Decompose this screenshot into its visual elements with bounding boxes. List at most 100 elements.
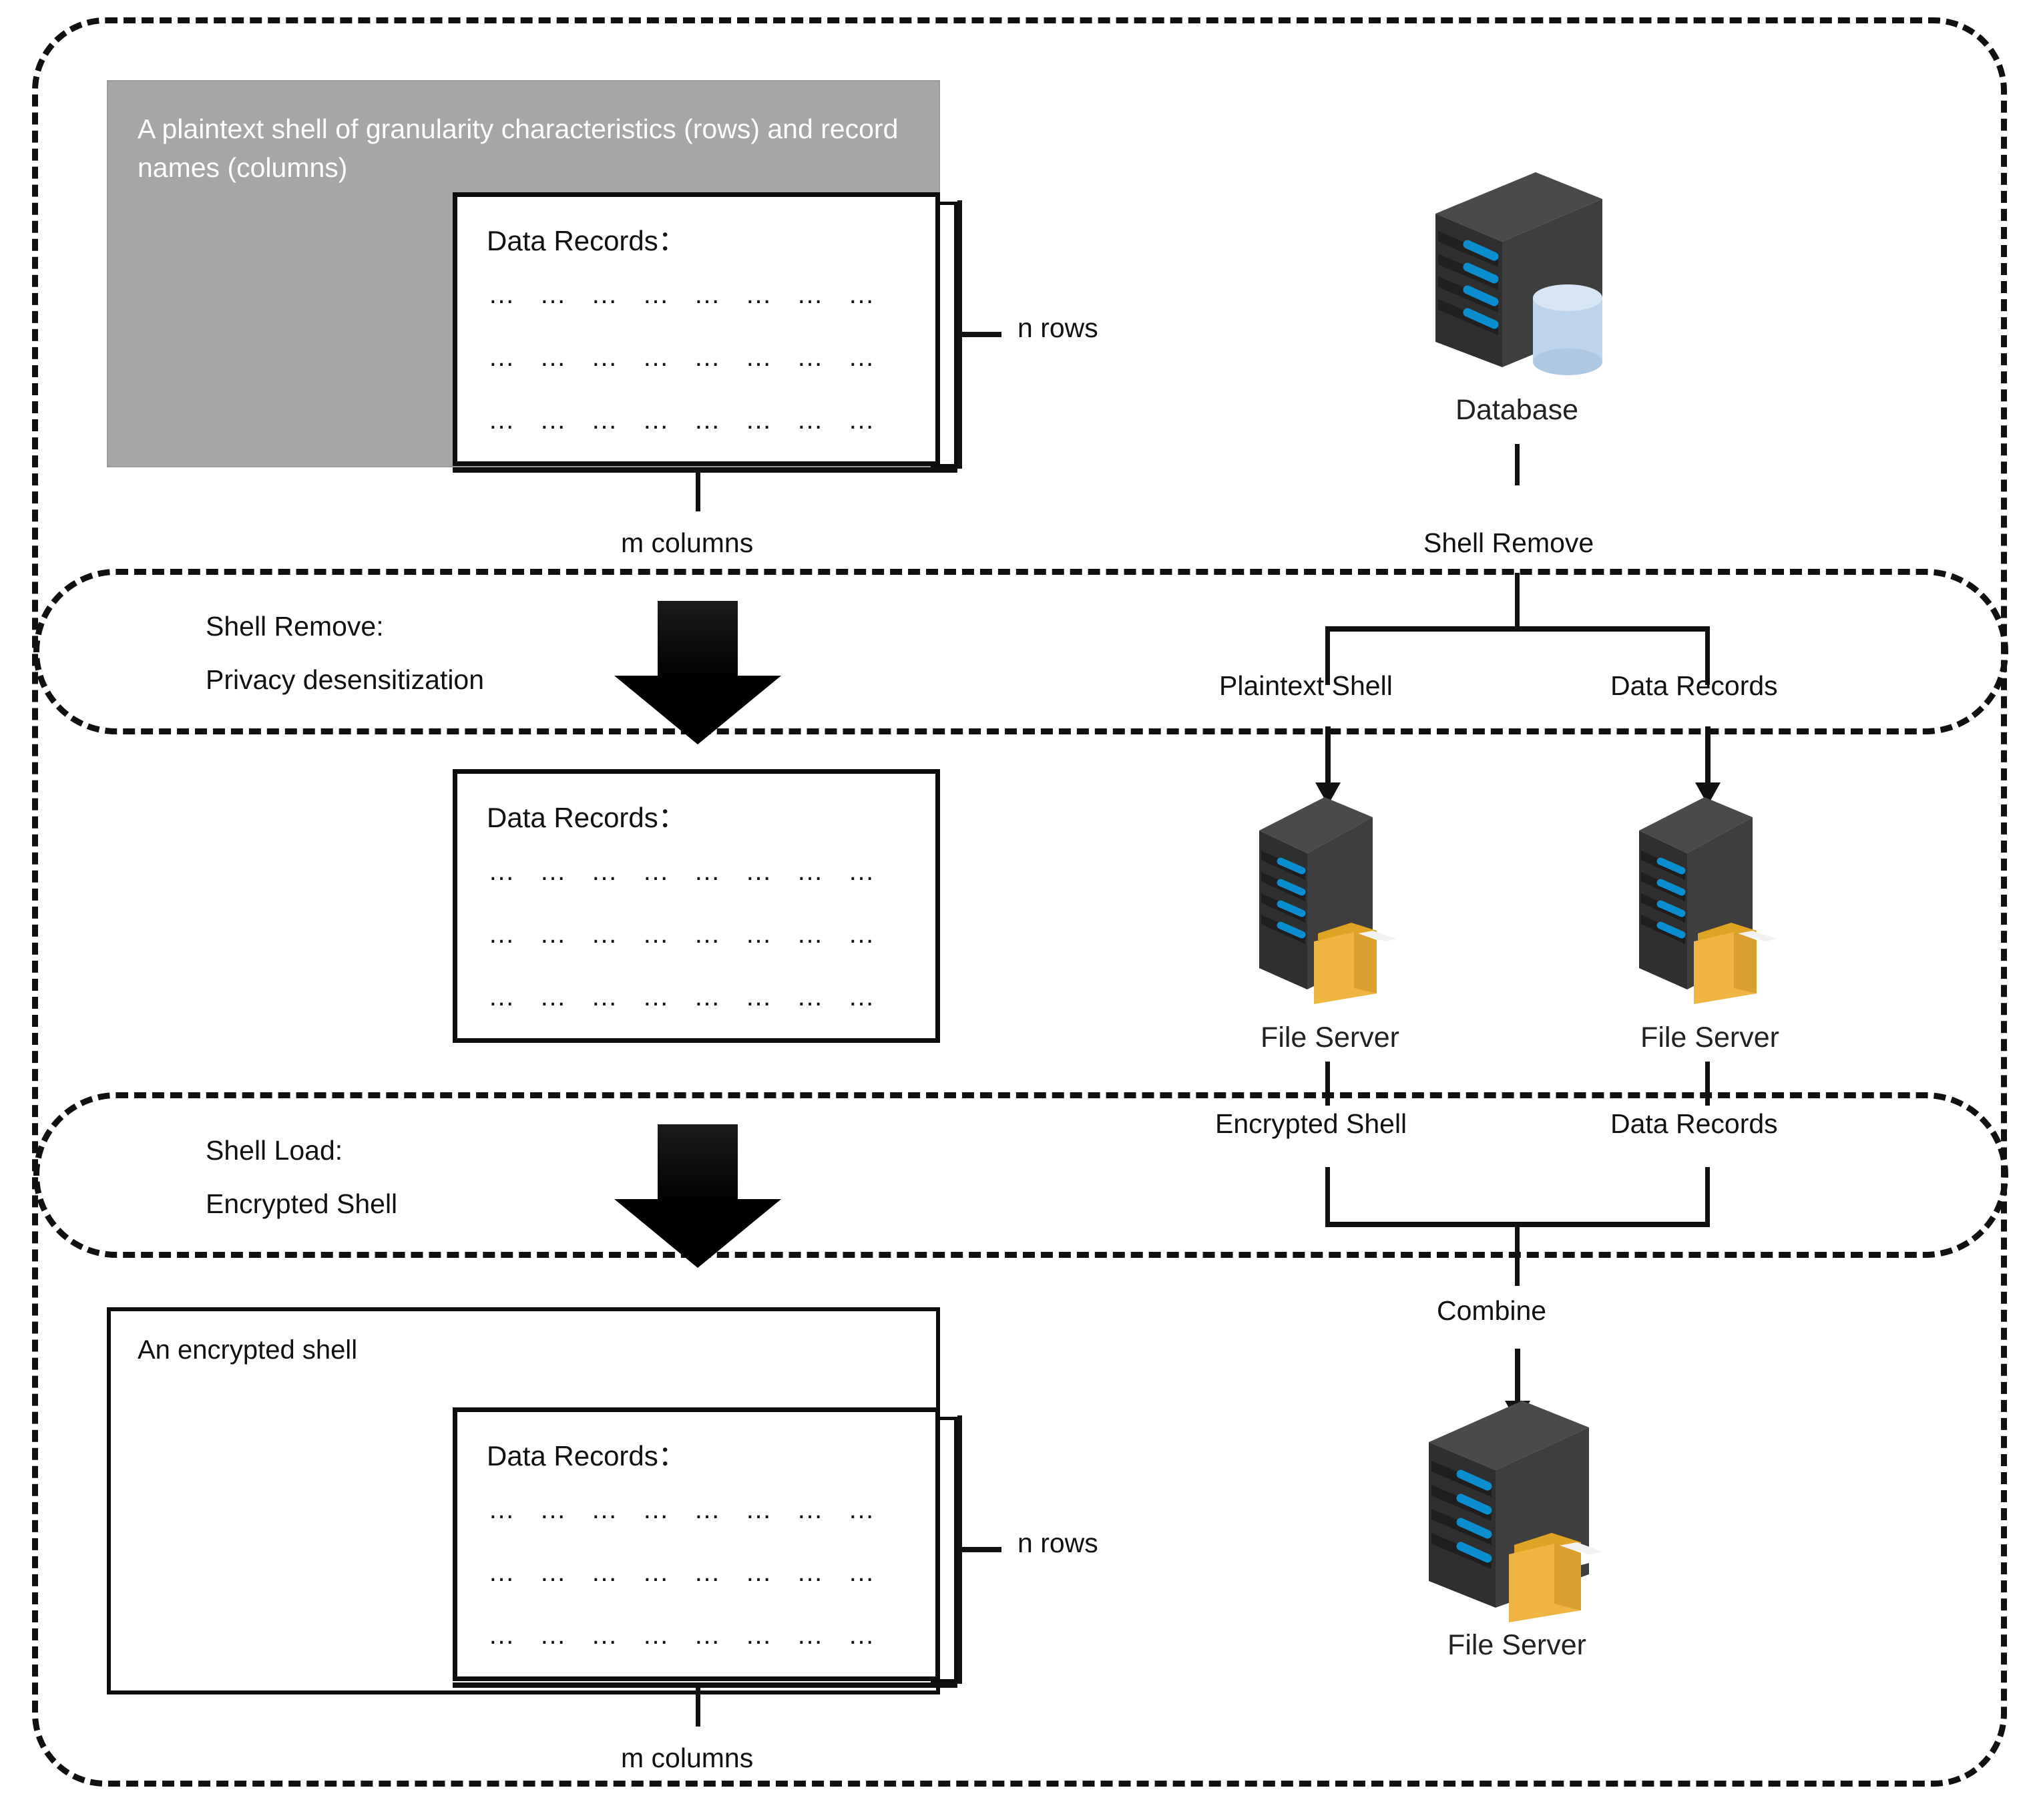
- records-cell: …: [488, 857, 515, 886]
- records-cell: …: [745, 1558, 772, 1587]
- n-rows-label-top: n rows: [1017, 312, 1098, 343]
- file-server-icon-combined: [1402, 1395, 1629, 1642]
- edge-file-server-right-down: [1705, 1062, 1710, 1106]
- records-cell: …: [694, 1620, 720, 1650]
- records-row: ……………………: [488, 407, 899, 433]
- m-columns-label-top: m columns: [621, 527, 754, 558]
- records-cell: …: [488, 1495, 515, 1524]
- records-cell: …: [745, 1495, 772, 1524]
- records-cell: …: [694, 1495, 720, 1524]
- records-row: ……………………: [488, 921, 899, 947]
- file-server-glyph: [1259, 797, 1397, 1004]
- records-cell: …: [797, 405, 823, 435]
- records-cell: …: [539, 919, 566, 949]
- records-cell: …: [488, 982, 515, 1011]
- combine-label: Combine: [1437, 1295, 1547, 1326]
- records-cell: …: [797, 280, 823, 309]
- file-server-icon-right: [1619, 789, 1819, 1009]
- records-cell: …: [797, 1558, 823, 1587]
- fork-left-drop-top: [1325, 626, 1330, 685]
- band-shell-remove: [33, 569, 2008, 734]
- records-cell: …: [488, 1620, 515, 1650]
- fork-stem-top: [1515, 573, 1520, 630]
- outer-dashed-frame: [32, 17, 2007, 1787]
- records-card-bottom: Data Records： ………………………………………………………………: [453, 1407, 940, 1681]
- records-title: Data Records：: [487, 1440, 686, 1471]
- edge-file-server-left-down: [1325, 1062, 1330, 1106]
- records-cell: …: [642, 1558, 669, 1587]
- plaintext-shell-caption: A plaintext shell of granularity charact…: [138, 113, 899, 184]
- records-cell: …: [591, 280, 618, 309]
- records-cell: …: [591, 982, 618, 1011]
- m-columns-tick-top: [696, 467, 700, 511]
- records-cell: …: [745, 405, 772, 435]
- m-columns-bracket-top: [453, 467, 957, 473]
- records-cell: …: [642, 280, 669, 309]
- records-cell: …: [539, 1620, 566, 1650]
- records-cell: …: [745, 343, 772, 372]
- records-cell: …: [848, 982, 875, 1011]
- records-cell: …: [848, 1495, 875, 1524]
- records-cell: …: [539, 1495, 566, 1524]
- records-cell: …: [797, 857, 823, 886]
- records-cell: …: [539, 405, 566, 435]
- records-cell: …: [591, 1558, 618, 1587]
- records-cell: …: [745, 280, 772, 309]
- records-cell: …: [848, 343, 875, 372]
- records-row: ……………………: [488, 281, 899, 308]
- records-cell: …: [539, 857, 566, 886]
- records-cell: …: [488, 919, 515, 949]
- records-cell: …: [591, 343, 618, 372]
- records-cell: …: [694, 343, 720, 372]
- band-shell-load-line2: Encrypted Shell: [206, 1188, 398, 1219]
- shell-remove-down-arrow: [614, 601, 781, 744]
- records-cell: …: [694, 919, 720, 949]
- records-cell: …: [642, 343, 669, 372]
- records-cell: …: [591, 405, 618, 435]
- records-row: ……………………: [488, 1559, 899, 1586]
- records-card-middle: Data Records： ………………………………………………………………: [453, 769, 940, 1043]
- records-cell: …: [797, 919, 823, 949]
- records-cell: …: [797, 343, 823, 372]
- records-card-top: Data Records： ………………………………………………………………: [453, 192, 940, 466]
- records-cell: …: [848, 280, 875, 309]
- records-cell: …: [745, 1620, 772, 1650]
- file-server-label-left: File Server: [1261, 1021, 1399, 1054]
- records-row: ……………………: [488, 983, 899, 1010]
- edge-database-to-shell-remove: [1515, 444, 1520, 485]
- fork-right-drop-top: [1705, 626, 1710, 685]
- records-cell: …: [642, 1495, 669, 1524]
- file-server-glyph: [1639, 797, 1777, 1004]
- database-server-icon: [1409, 167, 1622, 387]
- records-cell: …: [488, 1558, 515, 1587]
- merge-left-drop: [1325, 1167, 1330, 1226]
- records-cell: …: [848, 919, 875, 949]
- m-columns-tick-bottom: [696, 1682, 700, 1727]
- records-cell: …: [642, 1620, 669, 1650]
- n-rows-tick-top: [957, 332, 1001, 337]
- records-cell: …: [539, 982, 566, 1011]
- records-cell: …: [745, 919, 772, 949]
- records-cell: …: [591, 1620, 618, 1650]
- merge-right-drop: [1705, 1167, 1710, 1226]
- records-cell: …: [694, 857, 720, 886]
- records-cell: …: [642, 982, 669, 1011]
- records-row: ……………………: [488, 1496, 899, 1523]
- fork-bar-top: [1325, 626, 1710, 632]
- records-row: ……………………: [488, 1622, 899, 1648]
- records-cell: …: [488, 343, 515, 372]
- m-columns-label-bottom: m columns: [621, 1743, 754, 1773]
- database-label: Database: [1455, 394, 1579, 426]
- shell-load-down-arrow: [614, 1124, 781, 1268]
- records-cell: …: [694, 405, 720, 435]
- records-cell: …: [848, 857, 875, 886]
- records-cell: …: [488, 405, 515, 435]
- file-server-label-right: File Server: [1640, 1021, 1779, 1054]
- records-cell: …: [848, 405, 875, 435]
- records-cell: …: [539, 343, 566, 372]
- band-shell-remove-line1: Shell Remove:: [206, 611, 384, 642]
- records-cell: …: [694, 982, 720, 1011]
- records-cell: …: [745, 857, 772, 886]
- branch-label-data-records: Data Records: [1610, 670, 1778, 701]
